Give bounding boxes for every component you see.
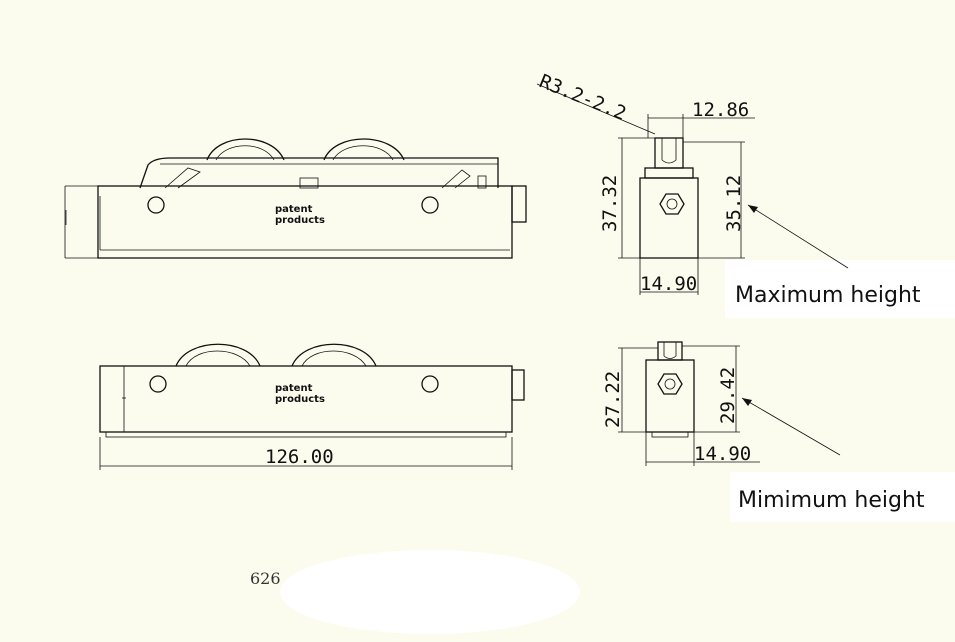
wheel-inner xyxy=(301,350,367,367)
bolt-hole xyxy=(149,375,167,393)
wheel-inner xyxy=(185,350,251,367)
dim-body-height: 29.42 xyxy=(717,367,739,424)
side-view-max-height: patent products xyxy=(64,138,527,259)
end-view-min-height: 27.22 29.42 14.90 Mimimum height xyxy=(602,341,955,522)
label-line1: patent xyxy=(275,204,313,215)
caption-backdrop xyxy=(725,260,955,318)
side-view-min-height: patent products 126.00 xyxy=(99,343,525,470)
caption-leader xyxy=(741,397,841,456)
dim-width: 14.90 xyxy=(694,443,751,465)
base-rail xyxy=(651,431,689,438)
dim-total-height: 27.22 xyxy=(602,371,624,428)
caption-max-height: Maximum height xyxy=(735,283,921,308)
end-body xyxy=(645,359,695,433)
bracket xyxy=(511,185,527,223)
caption-min-height: Mimimum height xyxy=(738,488,925,513)
bolt-hole xyxy=(147,196,165,214)
bracket xyxy=(511,369,525,401)
erased-area xyxy=(280,550,580,634)
wheel-outline xyxy=(291,343,377,367)
dim-top-width: 12.86 xyxy=(692,99,749,121)
adjust-screw xyxy=(477,175,487,189)
wheel-flange xyxy=(657,341,683,361)
caption-backdrop xyxy=(730,472,955,522)
wheel-flange xyxy=(654,137,684,169)
end-view-max-height: R3.2-2.2 12.86 37.32 35.12 14.90 Maximum… xyxy=(536,70,955,318)
wheel-outline xyxy=(206,138,285,161)
base-rail xyxy=(105,431,507,438)
hex-nut xyxy=(659,193,685,215)
linkage-arm xyxy=(441,169,471,189)
dim-total-height: 37.32 xyxy=(599,175,621,232)
linkage-arm xyxy=(164,167,201,189)
arrowhead xyxy=(748,205,758,213)
wheel-outline xyxy=(175,343,261,367)
nut-bore xyxy=(666,198,678,210)
caption-leader xyxy=(747,204,849,269)
label-line2: products xyxy=(275,215,325,226)
wheel-outline xyxy=(323,138,405,161)
dim-width: 14.90 xyxy=(640,273,697,295)
model-code: 626 xyxy=(250,569,281,588)
label-line2: products xyxy=(275,394,325,405)
dim-length: 126.00 xyxy=(265,446,334,468)
radius-leader xyxy=(536,83,656,135)
nut-bore xyxy=(664,378,676,390)
center-pin xyxy=(299,177,319,189)
label-line1: patent xyxy=(275,383,313,394)
wheel-inner xyxy=(332,145,394,161)
bolt-hole xyxy=(421,196,439,214)
arrowhead xyxy=(742,398,752,406)
carriage-top xyxy=(139,157,499,189)
dim-radius: R3.2-2.2 xyxy=(536,70,629,125)
hex-nut xyxy=(657,373,683,395)
carriage-top xyxy=(644,167,694,179)
bolt-hole xyxy=(421,375,439,393)
footer: 626 xyxy=(250,550,580,634)
end-body xyxy=(639,177,699,259)
wheel-groove xyxy=(661,138,677,164)
dim-body-height: 35.12 xyxy=(723,175,745,232)
wheel-inner xyxy=(215,145,275,161)
wheel-groove xyxy=(663,342,677,359)
